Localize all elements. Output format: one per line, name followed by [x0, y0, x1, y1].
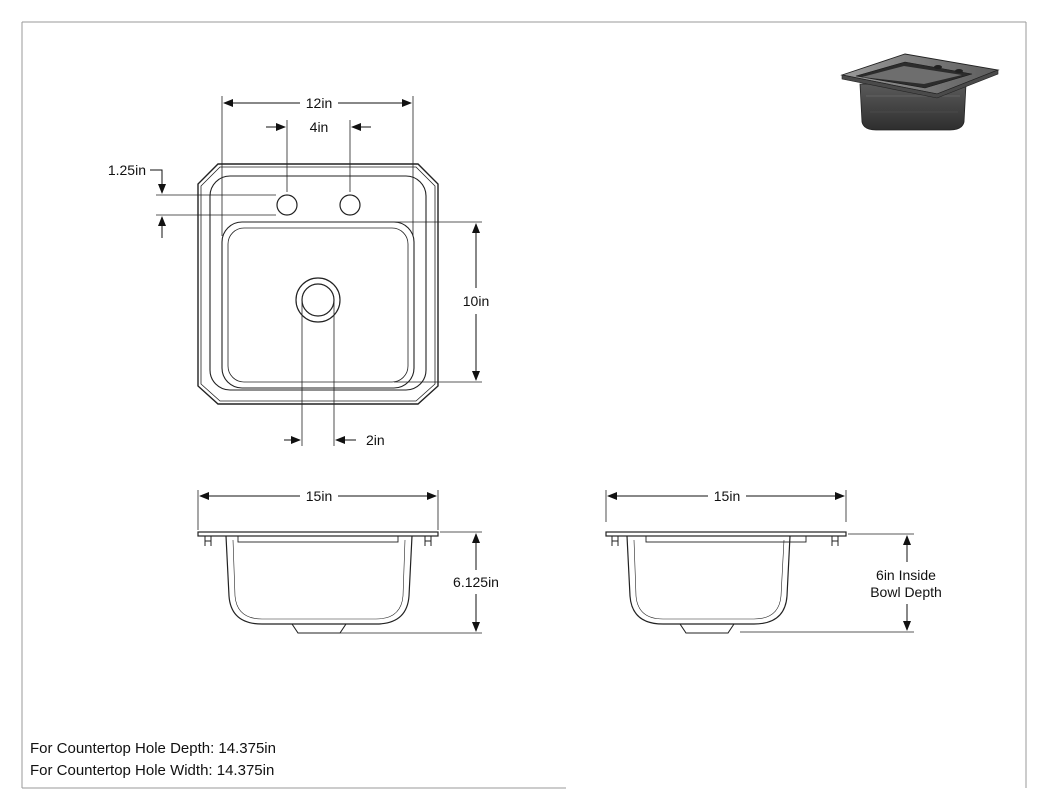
- side-drain: [679, 623, 735, 634]
- front-view-labels: 15in 6.125in: [306, 488, 499, 590]
- side-bowl: [626, 535, 791, 625]
- render-faucet-hole-left: [934, 65, 942, 69]
- front-clip-right: [424, 536, 432, 546]
- dim-line-1.25in-top: [150, 169, 166, 194]
- front-bowl: [225, 535, 413, 625]
- drain-outer: [295, 277, 341, 323]
- deck-outline: [197, 163, 439, 405]
- front-rim: [197, 531, 439, 537]
- faucet-hole-right: [339, 194, 361, 216]
- front-view-dimensions: [199, 492, 480, 632]
- countertop-notes: For Countertop Hole Depth: 14.375in For …: [30, 738, 276, 782]
- sink-render-thumbnail: [840, 53, 1000, 131]
- label-front-width: 15in: [306, 488, 332, 504]
- side-view-dimensions: [607, 492, 911, 631]
- top-view-labels: 12in 4in 1.25in 10in 2in: [108, 95, 489, 448]
- label-bowl-depth-line1: 6in Inside: [876, 567, 936, 583]
- faucet-hole-left: [276, 194, 298, 216]
- sheet-frame: [21, 21, 1027, 789]
- label-overall-height: 6.125in: [453, 574, 499, 590]
- label-side-width: 15in: [714, 488, 740, 504]
- side-view: [605, 490, 914, 634]
- label-top-width: 12in: [306, 95, 332, 111]
- inner-rim: [209, 175, 427, 391]
- top-view: [156, 96, 482, 446]
- side-view-labels: 15in 6in Inside Bowl Depth: [714, 488, 942, 600]
- drain-inner: [301, 283, 335, 317]
- side-clip-left: [611, 536, 619, 546]
- label-bowl-depth-line2: Bowl Depth: [870, 584, 942, 600]
- front-clip-left: [204, 536, 212, 546]
- top-view-dimensions: [150, 99, 480, 444]
- label-faucet-spacing: 4in: [310, 119, 329, 135]
- side-clip-right: [831, 536, 839, 546]
- label-bowl-length: 10in: [463, 293, 489, 309]
- front-view: [197, 490, 482, 634]
- label-drain-size: 2in: [366, 432, 385, 448]
- label-hole-offset: 1.25in: [108, 162, 146, 178]
- side-rim: [605, 531, 847, 537]
- bowl-outline: [221, 221, 415, 389]
- front-drain: [291, 623, 347, 634]
- note-hole-depth: For Countertop Hole Depth: 14.375in: [30, 740, 276, 757]
- note-hole-width: For Countertop Hole Width: 14.375in: [30, 762, 275, 779]
- render-faucet-hole-right: [955, 69, 963, 73]
